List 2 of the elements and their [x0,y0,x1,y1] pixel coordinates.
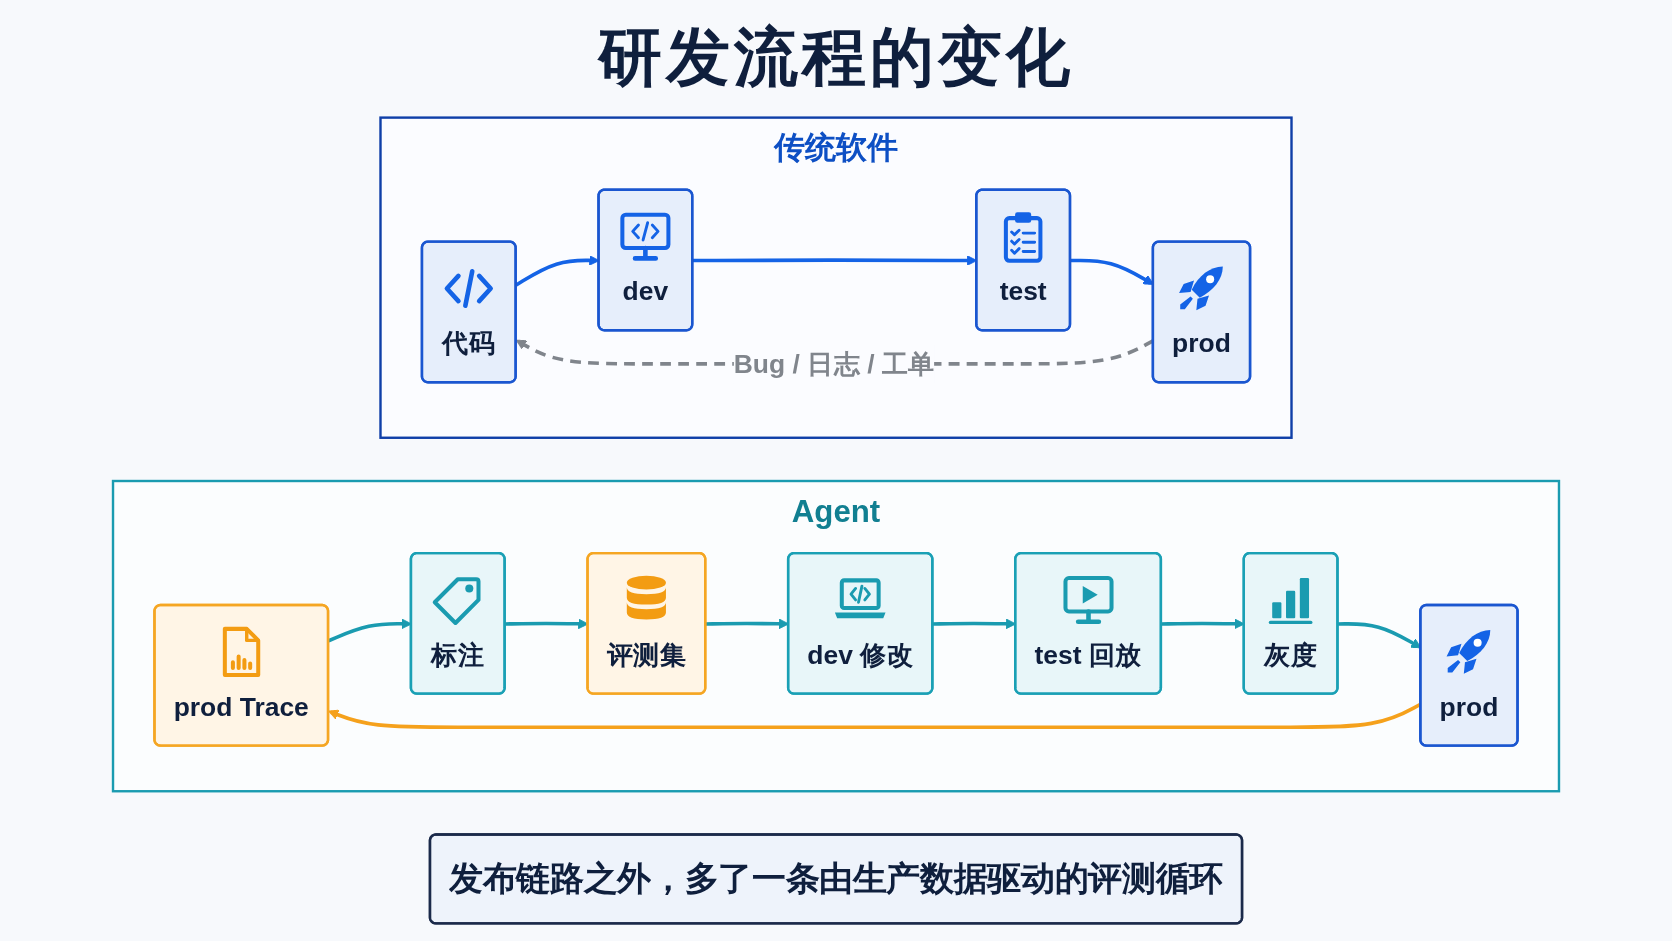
title: 研发流程的变化 [596,20,1075,95]
edge-label: Bug / 日志 / 工单 [733,348,935,379]
